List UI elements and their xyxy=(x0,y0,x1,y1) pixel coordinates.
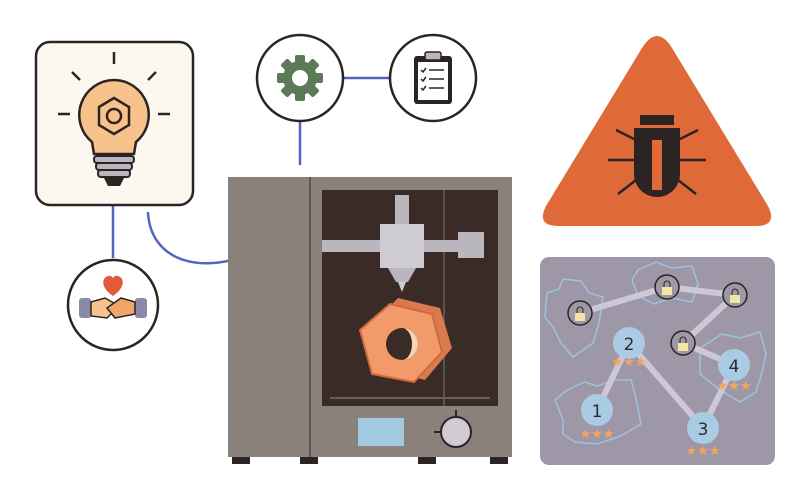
svg-text:★★★: ★★★ xyxy=(686,444,721,459)
lock-icon xyxy=(722,282,748,308)
lock-icon xyxy=(567,300,593,326)
level-node-4: 4 ★★★ xyxy=(717,349,752,394)
level-node-3: 3 ★★★ xyxy=(686,412,721,459)
level-node-1: 1 ★★★ xyxy=(580,394,615,442)
level-number: 3 xyxy=(698,420,709,440)
handshake-heart-icon xyxy=(66,258,160,352)
bug-warning-icon xyxy=(542,36,772,226)
3d-printer xyxy=(228,177,512,464)
lightbulb-card xyxy=(34,40,195,207)
clipboard-checklist-icon xyxy=(388,33,478,123)
level-number: 1 xyxy=(592,402,603,422)
gear-icon xyxy=(255,33,345,123)
level-number: 4 xyxy=(729,357,740,377)
svg-text:★★★: ★★★ xyxy=(580,427,615,442)
lock-nodes xyxy=(567,274,748,356)
hex-nut xyxy=(358,298,452,384)
svg-text:★★★: ★★★ xyxy=(717,379,752,394)
lock-icon xyxy=(670,330,696,356)
level-map-panel: 2★★★ 1★★★ 3★★★ 4★★★ xyxy=(540,257,775,465)
level-number: 2 xyxy=(624,335,635,355)
svg-text:★★★: ★★★ xyxy=(612,355,647,370)
lightbulb-icon xyxy=(58,52,170,186)
level-node-2: 2★★★ xyxy=(612,327,647,370)
lock-icon xyxy=(654,274,680,300)
